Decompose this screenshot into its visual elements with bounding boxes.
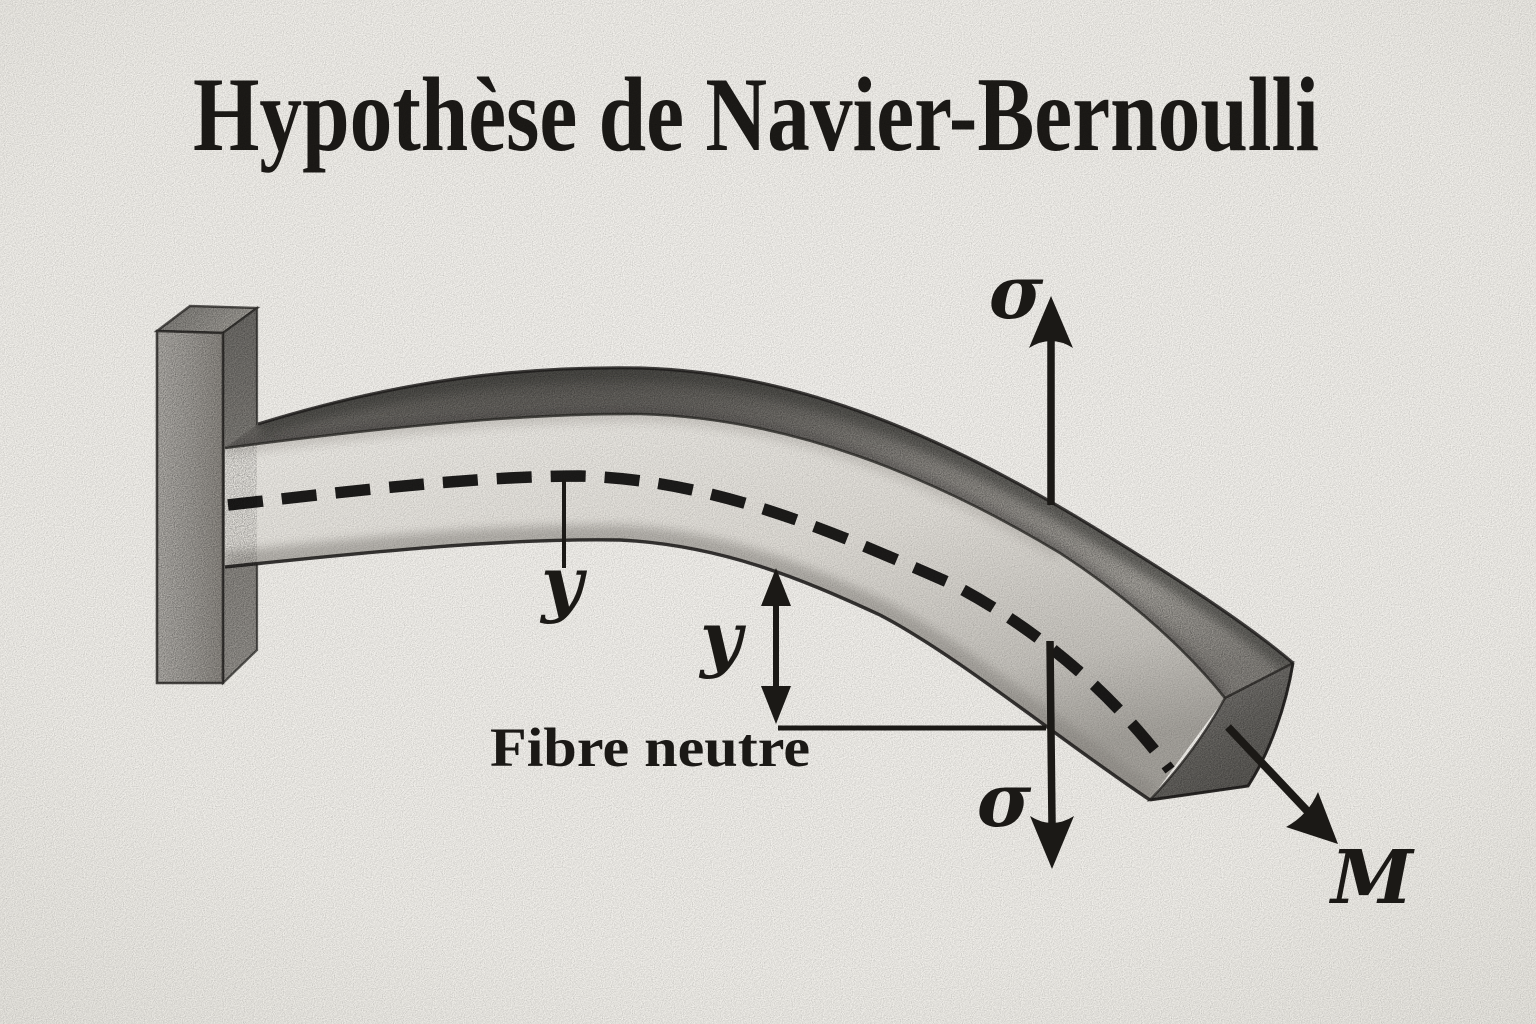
y-dimension-arrowhead-up	[761, 568, 791, 606]
sigma-bottom-label: σ	[977, 758, 1032, 844]
moment-arrowhead	[1286, 792, 1338, 844]
y-dimension-arrowhead-down	[761, 686, 791, 724]
y-fiber-label: y	[539, 540, 587, 625]
sigma-top-arrowhead	[1029, 296, 1073, 348]
sigma-bottom-arrow	[1030, 640, 1074, 869]
sigma-bottom-arrow-shaft	[1046, 640, 1056, 825]
moment-arrow	[1225, 724, 1338, 844]
y-dimension-label: y	[698, 595, 746, 680]
fibre-neutre-label: Fibre neutre	[490, 717, 810, 778]
y-dimension-arrow	[761, 568, 791, 724]
moment-label: M	[1328, 835, 1415, 921]
sigma-top-arrow	[1029, 296, 1073, 505]
sigma-top-label: σ	[989, 250, 1044, 336]
sigma-bottom-arrowhead	[1030, 816, 1074, 869]
moment-arrow-shaft	[1225, 724, 1315, 819]
